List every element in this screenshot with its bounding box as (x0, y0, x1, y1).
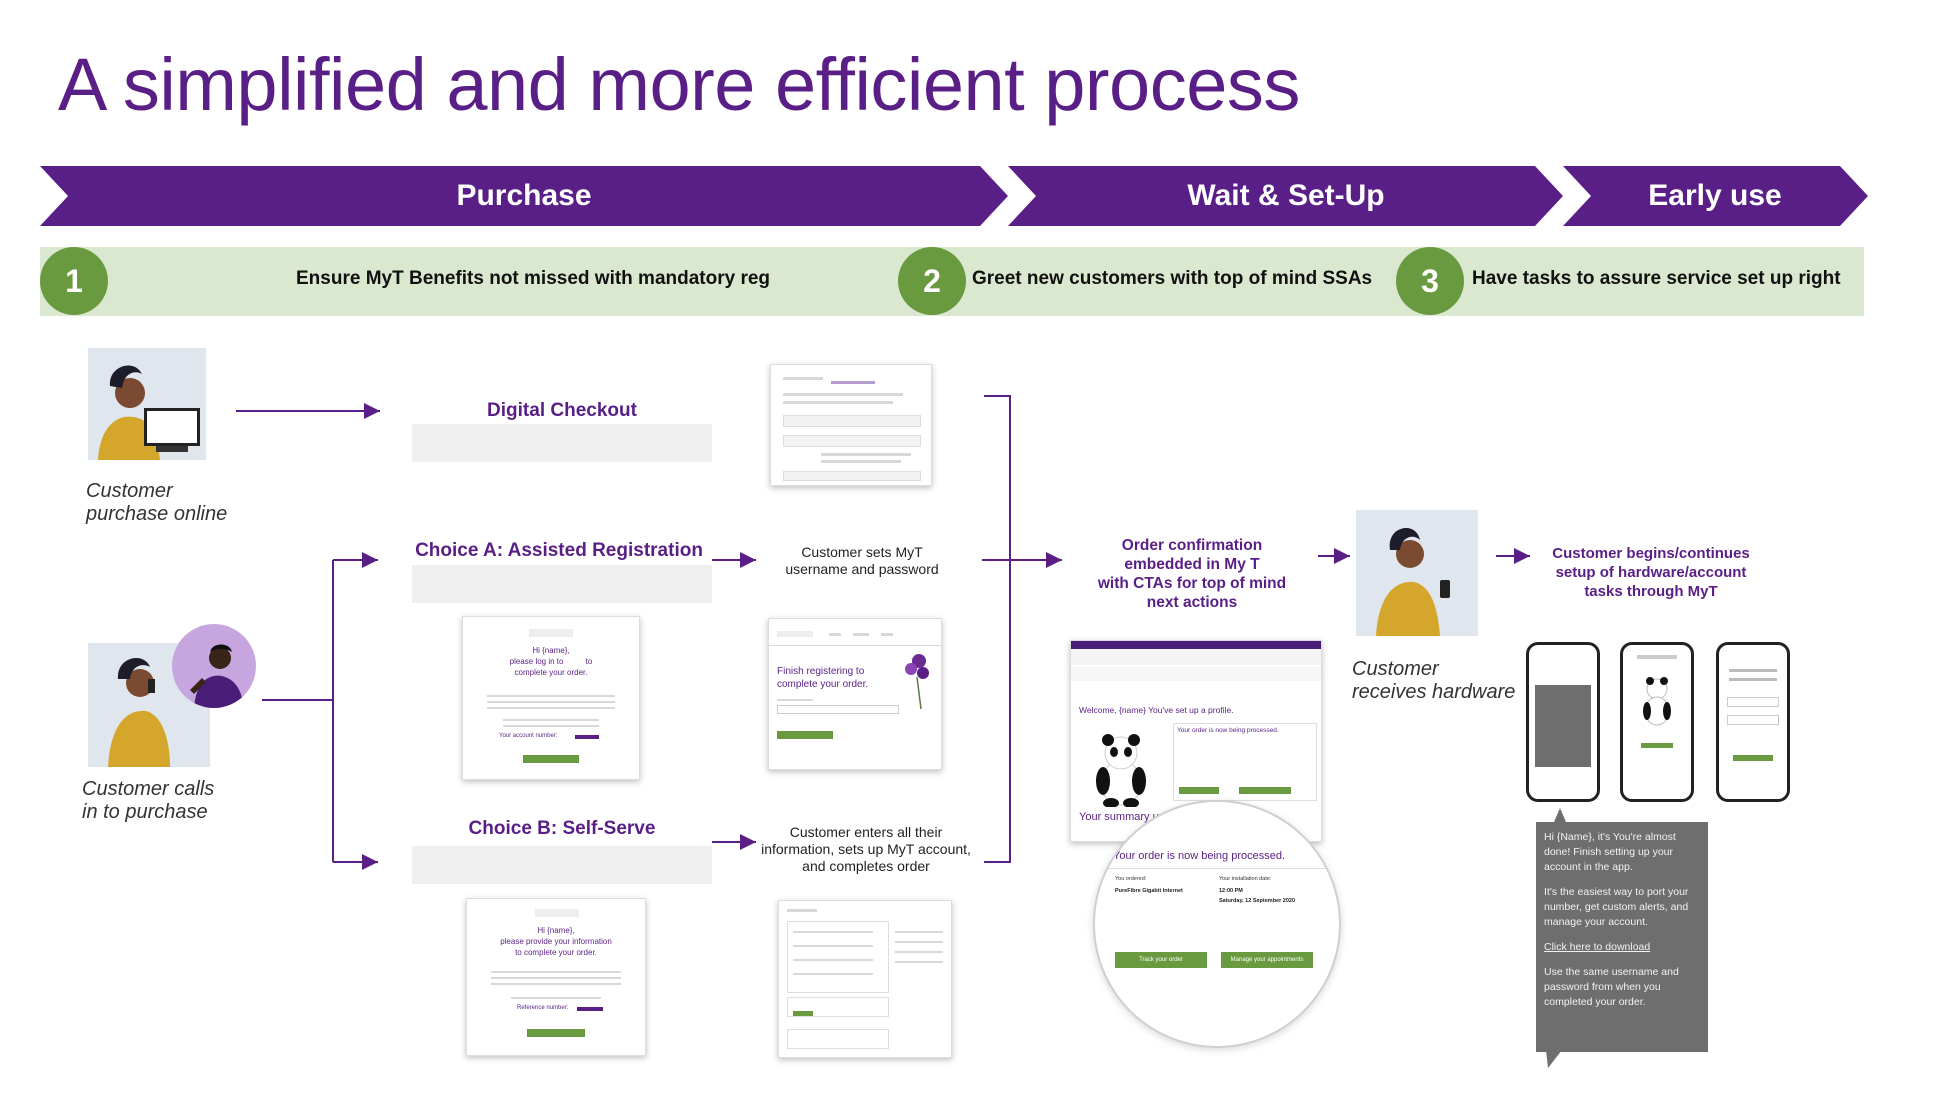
checkout-form-continue-button[interactable] (793, 1011, 813, 1016)
tooltip-line2: It's the easiest way to port your number… (1544, 886, 1689, 928)
phone-mockup-welcome (1620, 642, 1694, 802)
step-1-badge: 1 (40, 247, 108, 315)
zoom-track-button[interactable]: Track your order (1115, 952, 1207, 968)
tooltip-pointer-bottom (1546, 1050, 1562, 1068)
choice-b-label: Choice B: Self-Serve (468, 818, 656, 839)
tooltip-line1: Hi {Name}, it's You're almost done! Fini… (1544, 831, 1676, 873)
self-serve-email-greeting: Hi {name}, please provide your informati… (500, 926, 612, 957)
zoom-product: PureFibre Gigabit Internet (1115, 888, 1183, 894)
zoom-time: 12:00 PM (1219, 888, 1243, 894)
zoom-divider (1095, 868, 1339, 869)
checkout-form-thumbnail (778, 900, 952, 1058)
flower-icon (905, 654, 929, 710)
person-computer-icon (88, 348, 206, 460)
phase-chevron-wait (1008, 166, 1563, 226)
panda-icon (1096, 734, 1146, 807)
assisted-email-login-button[interactable] (523, 755, 579, 763)
zoom-installation-label: Your installation date: (1219, 876, 1272, 882)
phone-panda-icon (1643, 677, 1671, 726)
phase-label-wait: Wait & Set-Up (1187, 179, 1385, 212)
self-serve-email-complete-button[interactable] (527, 1029, 585, 1037)
finish-registering-next-button[interactable] (777, 731, 833, 739)
customer-online-illustration (88, 348, 206, 460)
customer-calls-label: Customer calls in to purchase (82, 778, 215, 823)
step-2-badge: 2 (898, 247, 966, 315)
zoom-manage-button[interactable]: Manage your appointments (1221, 952, 1313, 968)
choice-a-label: Choice A: Assisted Registration (415, 540, 703, 561)
page-title: A simplified and more efficient process (58, 43, 1300, 126)
zoom-you-ordered: You ordered: (1115, 876, 1147, 882)
customer-hardware-illustration (1356, 510, 1478, 636)
phase-chevron-early (1563, 166, 1868, 226)
step-2-text: Greet new customers with top of mind SSA… (972, 268, 1373, 289)
customer-begins-label: Customer begins/continues setup of hardw… (1552, 545, 1750, 600)
finish-registering-thumbnail: Finish registering to complete your orde… (768, 618, 942, 770)
finish-registering-heading: Finish registering to complete your orde… (777, 666, 869, 690)
agent-avatar (172, 624, 256, 708)
phase-label-early: Early use (1648, 179, 1782, 212)
assisted-email-greeting: Hi {name}, please log in to to complete … (509, 646, 593, 677)
choice-a-bar (412, 565, 712, 603)
choice-a-description: Customer sets MyT username and password (785, 544, 939, 577)
zoom-processing-text: Your order is now being processed. (1113, 850, 1286, 862)
phase-chevron-purchase (40, 166, 1008, 226)
zoom-date: Saturday, 12 September 2020 (1219, 898, 1296, 904)
digital-checkout-bar (412, 424, 712, 462)
self-serve-email-reference: Reference number: (517, 1005, 569, 1011)
download-link[interactable]: Click here to download (1544, 941, 1651, 953)
agent-icon (190, 644, 244, 708)
step-3-badge: 3 (1396, 247, 1464, 315)
customer-hardware-label: Customer receives hardware (1352, 658, 1516, 703)
assisted-email-account: Your account number: (499, 733, 558, 739)
self-serve-email-thumbnail: Hi {name}, please provide your informati… (466, 898, 646, 1056)
phone-mockup-2fa (1716, 642, 1790, 802)
choice-b-description: Customer enters all their information, s… (761, 824, 971, 874)
confirmation-processing-text: Your order is now being processed. (1177, 727, 1279, 734)
digital-checkout-label: Digital Checkout (487, 400, 637, 421)
step-1-text: Ensure MyT Benefits not missed with mand… (296, 268, 771, 289)
customer-online-label: Customer purchase online (86, 480, 228, 525)
person-smartphone-icon (1356, 510, 1478, 636)
tooltip-line3: Use the same username and password from … (1544, 966, 1679, 1008)
tooltip-pointer-top (1554, 808, 1566, 822)
app-download-message: Hi {Name}, it's You're almost done! Fini… (1536, 822, 1708, 1052)
assisted-email-thumbnail: Hi {name}, please log in to to complete … (462, 616, 640, 780)
confirmation-manage-button[interactable] (1239, 787, 1291, 794)
confirmation-track-button[interactable] (1179, 787, 1219, 794)
choice-b-bar (412, 846, 712, 884)
registration-page-thumbnail (770, 364, 932, 486)
confirmation-welcome-text: Welcome, {name} You've set up a profile. (1079, 705, 1234, 715)
phone-mockup-notification (1526, 642, 1600, 802)
order-processing-zoom: Your order is now being processed. You o… (1093, 800, 1341, 1048)
phase-label-purchase: Purchase (456, 179, 592, 212)
order-confirmation-label: Order confirmation embedded in My T with… (1097, 537, 1287, 611)
step-3-text: Have tasks to assure service set up righ… (1472, 268, 1841, 289)
phase-chevrons (40, 166, 1868, 226)
